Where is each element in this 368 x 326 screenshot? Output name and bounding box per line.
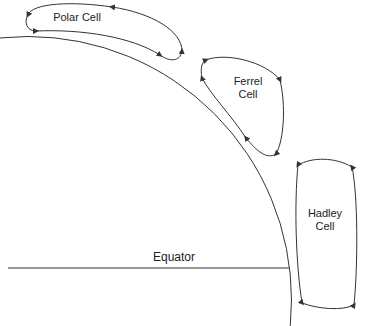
cell-loop <box>22 1 187 66</box>
circulation-cell: Polar Cell <box>22 1 187 66</box>
earth-surface <box>0 37 292 326</box>
cell-outline <box>26 4 182 60</box>
cell-loop <box>290 155 362 313</box>
cell-label: Polar Cell <box>46 11 108 24</box>
cell-outline <box>201 57 283 156</box>
equator-line <box>8 268 289 269</box>
circulation-cell: Hadley Cell <box>290 155 362 313</box>
cell-label: Ferrel Cell <box>228 75 268 101</box>
cell-outline <box>296 159 357 308</box>
circulation-cell: Ferrel Cell <box>196 50 286 160</box>
equator-label: Equator <box>153 250 195 264</box>
cell-label: Hadley Cell <box>302 207 348 233</box>
cell-loop <box>196 50 286 160</box>
